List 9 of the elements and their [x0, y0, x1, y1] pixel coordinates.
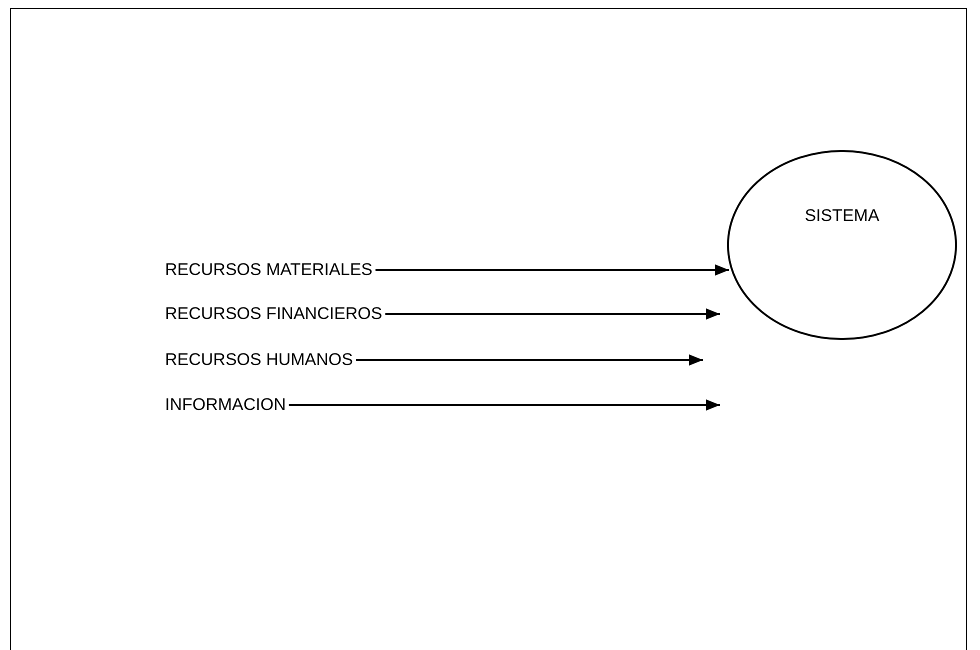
arrow	[385, 308, 720, 320]
node-label: INFORMACION	[165, 394, 286, 416]
node-label: RECURSOS FINANCIEROS	[165, 303, 382, 325]
node-label: RECURSOS HUMANOS	[165, 349, 353, 371]
arrow	[288, 399, 720, 411]
node-label: RECURSOS MATERIALES	[165, 259, 373, 281]
node-label: SISTEMA	[804, 206, 880, 226]
arrow	[376, 264, 730, 276]
arrow	[356, 354, 703, 366]
